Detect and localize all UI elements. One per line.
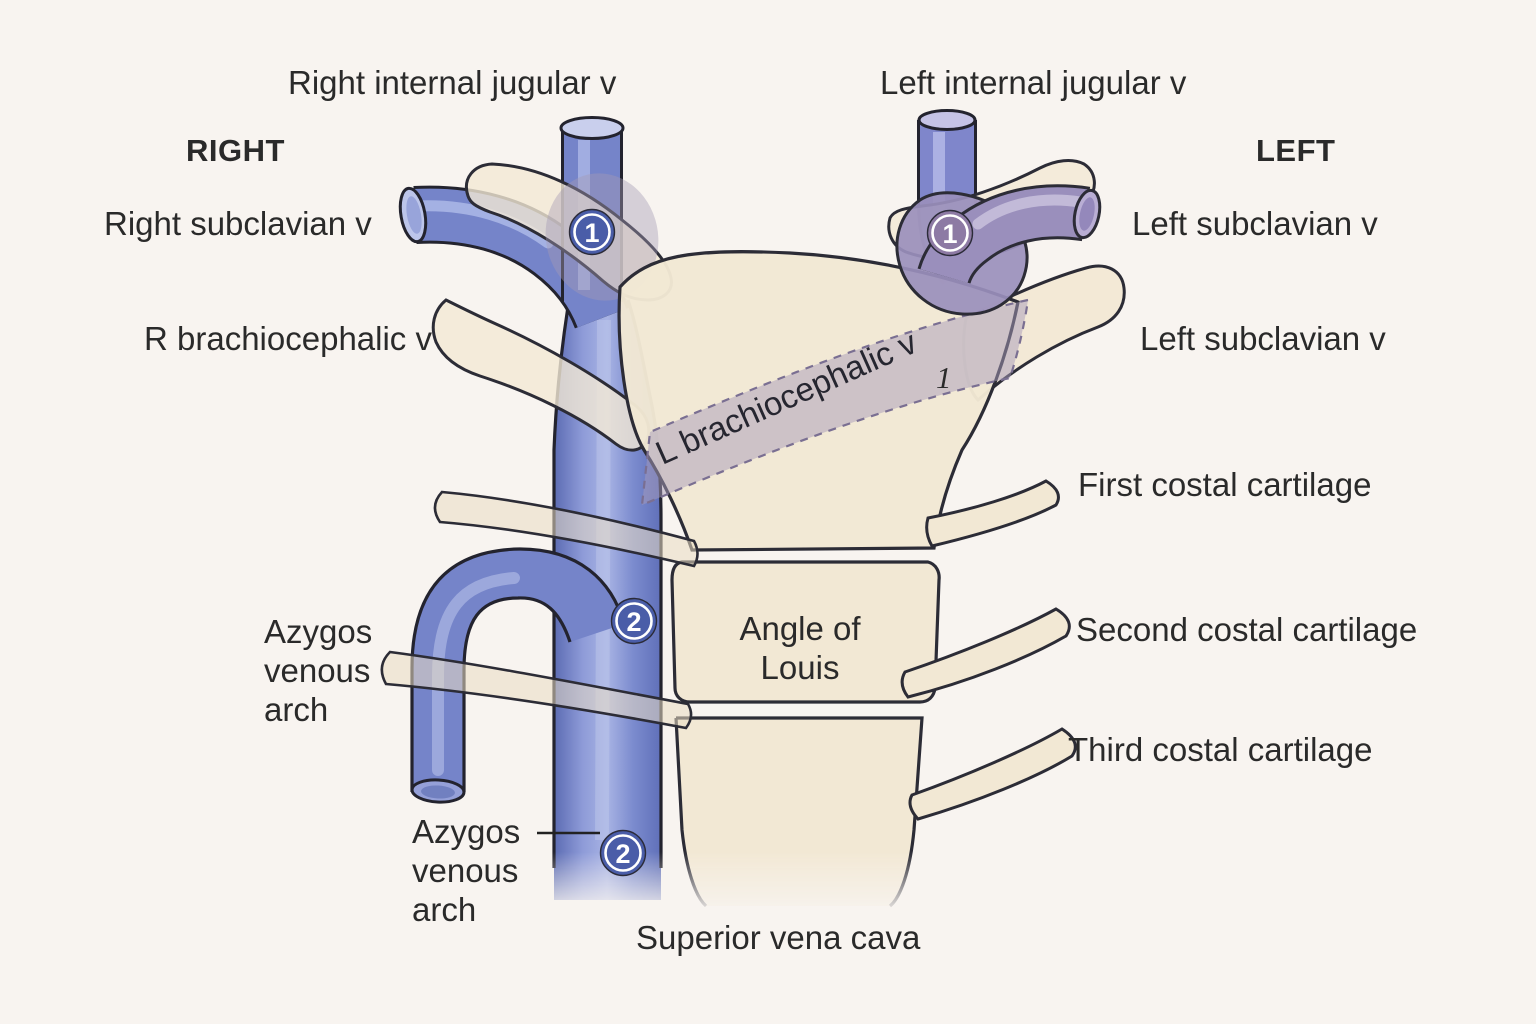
- label-first-costal-cartilage: First costal cartilage: [1078, 466, 1372, 503]
- label-rib-number-1: 1: [936, 360, 952, 395]
- right-jugular-opening: [559, 116, 625, 140]
- label-left-subclavian-upper: Left subclavian v: [1132, 205, 1378, 242]
- label-azygos-lower: Azygos venous arch: [412, 813, 521, 928]
- label-left-subclavian-lower: Left subclavian v: [1140, 320, 1386, 357]
- svg-text:1: 1: [942, 219, 957, 249]
- label-angle-of-louis: Angle of Louis: [739, 610, 861, 686]
- label-right-internal-jugular: Right internal jugular v: [288, 64, 617, 101]
- badge-2-lower: 2: [599, 829, 647, 877]
- right-first-rib-bone: [431, 298, 651, 452]
- side-header-left: LEFT: [1256, 133, 1336, 168]
- label-r-brachiocephalic: R brachiocephalic v: [144, 320, 432, 357]
- side-header-right: RIGHT: [186, 133, 285, 168]
- badge-1-left: 1: [926, 209, 974, 257]
- label-third-costal-cartilage: Third costal cartilage: [1068, 731, 1373, 768]
- svg-text:1: 1: [584, 218, 599, 248]
- left-subclavian-vessel: [917, 184, 1102, 285]
- left-jugular-opening: [917, 109, 977, 131]
- badge-1-right: 1: [568, 208, 616, 256]
- first-costal-band-overlay: [433, 490, 699, 568]
- svg-text:2: 2: [615, 839, 630, 869]
- sternal-body-segment-bone: [674, 716, 924, 908]
- label-superior-vena-cava: Superior vena cava: [636, 919, 921, 956]
- label-azygos-upper: Azygos venous arch: [264, 613, 373, 728]
- second-costal-band-overlay: [380, 650, 693, 730]
- first-costal-cartilage-bone: [925, 479, 1060, 548]
- third-costal-cartilage-bone: [908, 727, 1077, 821]
- label-left-internal-jugular: Left internal jugular v: [880, 64, 1187, 101]
- sternal-angle-segment-bone: [670, 560, 941, 704]
- svg-text:2: 2: [626, 607, 641, 637]
- second-costal-cartilage-bone: [900, 607, 1071, 699]
- label-right-subclavian: Right subclavian v: [104, 205, 372, 242]
- l-brachiocephalic-band: [640, 298, 1030, 507]
- label-second-costal-cartilage: Second costal cartilage: [1076, 611, 1418, 648]
- badge-2-upper: 2: [610, 597, 658, 645]
